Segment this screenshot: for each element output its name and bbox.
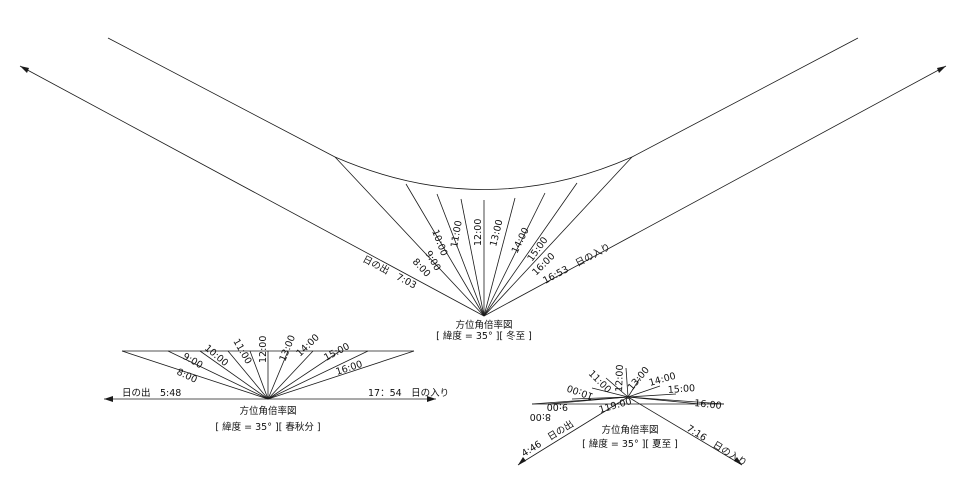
summer-sunrise-arrowhead	[518, 457, 526, 465]
winter-ray-9	[405, 183, 485, 317]
summer-hour-12: 12:00	[614, 364, 626, 392]
equinox-ray-8	[167, 350, 269, 400]
summer-sunset-arrowhead	[734, 457, 742, 465]
winter-subtitle: [ 緯度 = 35° ][ 冬至 ]	[436, 330, 532, 342]
equinox-hour-13: 13:00	[278, 334, 298, 364]
summer-ray-10	[591, 387, 629, 398]
equinox-sunrise-arrowhead	[104, 396, 113, 402]
equinox-right-edge	[267, 350, 415, 400]
equinox-hour-16: 16:00	[335, 359, 364, 378]
summer-ray-9	[571, 396, 629, 400]
winter-outer-curve	[107, 37, 859, 190]
equinox-left-edge	[121, 350, 269, 400]
summer-ray-15	[627, 393, 677, 398]
equinox-title: 方位角倍率図	[239, 405, 296, 417]
summer-ray-12	[625, 367, 629, 398]
winter-title: 方位角倍率図	[455, 319, 512, 331]
winter-sunrise-label: 日の出 7:03	[361, 253, 419, 291]
summer-hour-15: 15:00	[667, 383, 695, 396]
winter-ray-13	[483, 197, 516, 317]
equinox-diagram: 8:00 9:00 10:00 11:00 12:00 13:00 14:00 …	[104, 332, 449, 433]
summer-sunset-label: 7:16 日の入り	[684, 423, 748, 469]
winter-ray-16	[483, 156, 633, 317]
winter-ray-15	[483, 182, 578, 317]
equinox-ray-10	[227, 350, 269, 400]
winter-hour-12: 12:00	[473, 219, 484, 246]
winter-ray-10	[436, 193, 485, 317]
equinox-sunset-label: 17：54 日の入り	[368, 388, 449, 399]
summer-ray-8	[547, 396, 629, 405]
equinox-ray-16	[267, 350, 369, 400]
winter-ray-11	[460, 198, 485, 317]
summer-subtitle: [ 緯度 = 35° ][ 夏至 ]	[582, 438, 678, 450]
equinox-hour-8: 8:00	[175, 367, 199, 386]
winter-hour-14: 14:00	[510, 226, 532, 255]
winter-sunrise-arrowhead	[20, 66, 29, 73]
winter-ray-14	[483, 192, 546, 317]
summer-hour-16: 16:00	[694, 398, 722, 412]
summer-hour-8: 8:00	[530, 411, 551, 422]
summer-hour-9: 9:00	[547, 401, 568, 412]
summer-title: 方位角倍率図	[601, 424, 658, 436]
winter-sunset-line	[483, 65, 947, 317]
summer-ray-16	[627, 396, 701, 405]
winter-sunrise-line	[19, 65, 485, 317]
equinox-ray-9	[199, 350, 269, 400]
equinox-subtitle: [ 緯度 = 35° ][ 春秋分 ]	[215, 421, 320, 433]
winter-diagram: 8:00 9:00 10:00 11:00 12:00 13:00 14:00 …	[19, 37, 947, 342]
equinox-ray-11	[249, 350, 269, 400]
winter-sunset-arrowhead	[937, 66, 946, 73]
equinox-ray-15	[267, 350, 341, 400]
winter-ray-8	[334, 156, 485, 317]
summer-ray-11	[605, 377, 629, 398]
summer-sunrise-label: 4:46 日の出	[519, 418, 576, 460]
equinox-hour-12: 12:00	[258, 336, 269, 363]
equinox-ray-13	[267, 350, 289, 400]
winter-hour-11: 11:00	[449, 220, 465, 249]
equinox-sunset-arrowhead	[427, 396, 436, 402]
summer-ray-14	[627, 385, 661, 398]
summer-hour-10: 10:00	[566, 382, 596, 402]
equinox-sunrise-label: 日の出 5:48	[122, 387, 181, 399]
equinox-hour-14: 14:00	[294, 332, 321, 359]
summer-sunrise-line	[517, 396, 629, 466]
equinox-hour-15: 15:00	[322, 341, 351, 364]
equinox-ray-14	[267, 350, 314, 400]
summer-sunset-line	[627, 396, 743, 466]
summer-ray-13	[627, 377, 641, 398]
summer-diagram: 8:00 9:00 10:00 11:00 12:00 13:00 14:00 …	[517, 364, 749, 469]
